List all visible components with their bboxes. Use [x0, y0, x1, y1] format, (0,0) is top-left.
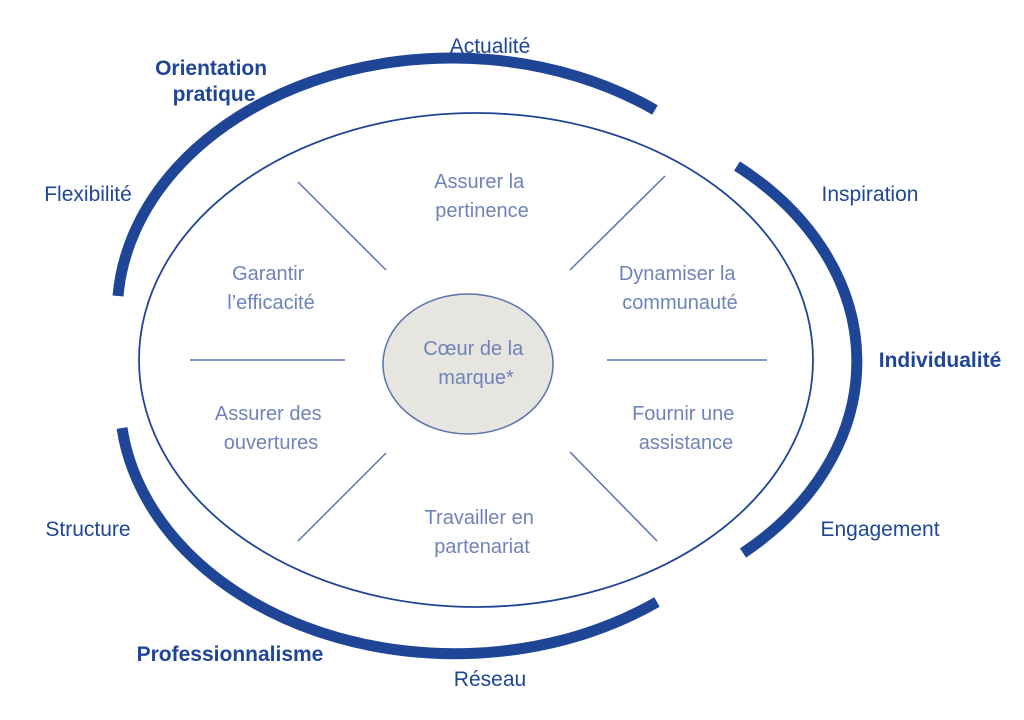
spoke-upper-left [297, 181, 387, 271]
arc-individualite [734, 161, 863, 558]
segment-top-line-1: Assurer la [434, 171, 525, 193]
segment-lower-left: Assurer des ouvertures [215, 403, 327, 454]
spoke-lower-left [297, 452, 387, 542]
segment-upper-right-line-2: communauté [622, 292, 738, 314]
segment-lower-right-line-1: Fournir une [632, 403, 734, 425]
label-engagement: Engagement [820, 518, 939, 541]
label-actualite: Actualité [450, 35, 531, 58]
arc-orientation-pratique [112, 52, 658, 297]
segment-lower-right-line-2: assistance [639, 432, 734, 454]
arc-professionnalisme [116, 427, 660, 660]
segment-bottom-line-1: Travailler en [425, 507, 534, 529]
segment-bottom: Travailler en partenariat [425, 507, 540, 558]
label-orientation-pratique: Orientation pratique [155, 57, 273, 106]
segment-top: Assurer la pertinence [434, 171, 530, 222]
label-orientation-pratique-line-2: pratique [173, 83, 256, 106]
label-orientation-pratique-line-1: Orientation [155, 57, 267, 80]
main-ellipse [138, 112, 814, 608]
core-ellipse [382, 293, 554, 435]
segment-upper-right: Dynamiser la communauté [619, 263, 741, 314]
segment-top-line-2: pertinence [435, 200, 528, 222]
spoke-upper-right [569, 175, 666, 271]
label-individualite: Individualité [879, 349, 1002, 372]
spoke-lower-right [569, 451, 658, 542]
label-flexibilite: Flexibilité [44, 183, 132, 206]
label-inspiration: Inspiration [822, 183, 919, 206]
segment-lower-left-line-1: Assurer des [215, 403, 322, 425]
core-label-line-2: marque* [438, 367, 514, 389]
segment-upper-left: Garantir l’efficacité [227, 263, 314, 314]
segment-lower-right: Fournir une assistance [632, 403, 740, 454]
core-label-line-1: Cœur de la [423, 338, 524, 360]
segment-upper-left-line-2: l’efficacité [227, 292, 314, 314]
label-structure: Structure [45, 518, 130, 541]
segment-upper-right-line-1: Dynamiser la [619, 263, 737, 285]
label-professionnalisme: Professionnalisme [137, 643, 324, 666]
segment-upper-left-line-1: Garantir [232, 263, 305, 285]
segment-bottom-line-2: partenariat [434, 536, 530, 558]
label-reseau: Réseau [454, 668, 526, 691]
segment-lower-left-line-2: ouvertures [224, 432, 319, 454]
core-label: Cœur de la marque* [423, 338, 529, 389]
